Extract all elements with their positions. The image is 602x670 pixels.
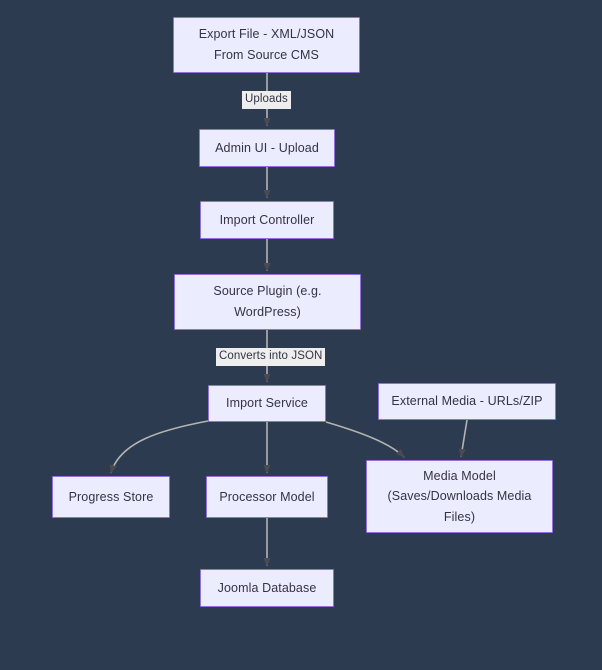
node-import-controller[interactable]: Import Controller: [200, 201, 334, 239]
node-admin-ui-upload[interactable]: Admin UI - Upload: [199, 129, 335, 167]
node-media-model[interactable]: Media Model (Saves/Downloads Media Files…: [366, 460, 553, 533]
node-progress-store[interactable]: Progress Store: [52, 476, 170, 518]
edge-service-to-progress: [109, 420, 209, 474]
edge-label-converts-into-json: Converts into JSON: [216, 348, 326, 366]
node-import-service[interactable]: Import Service: [208, 385, 326, 422]
node-processor-model[interactable]: Processor Model: [206, 476, 328, 518]
node-source-plugin[interactable]: Source Plugin (e.g. WordPress): [174, 274, 361, 330]
edge-external-to-media: [458, 419, 468, 458]
node-external-media[interactable]: External Media - URLs/ZIP: [378, 383, 556, 420]
edge-service-to-media: [325, 421, 405, 458]
edge-label-uploads: Uploads: [242, 91, 291, 109]
node-export-file[interactable]: Export File - XML/JSON From Source CMS: [173, 17, 360, 73]
node-joomla-database[interactable]: Joomla Database: [200, 569, 334, 607]
